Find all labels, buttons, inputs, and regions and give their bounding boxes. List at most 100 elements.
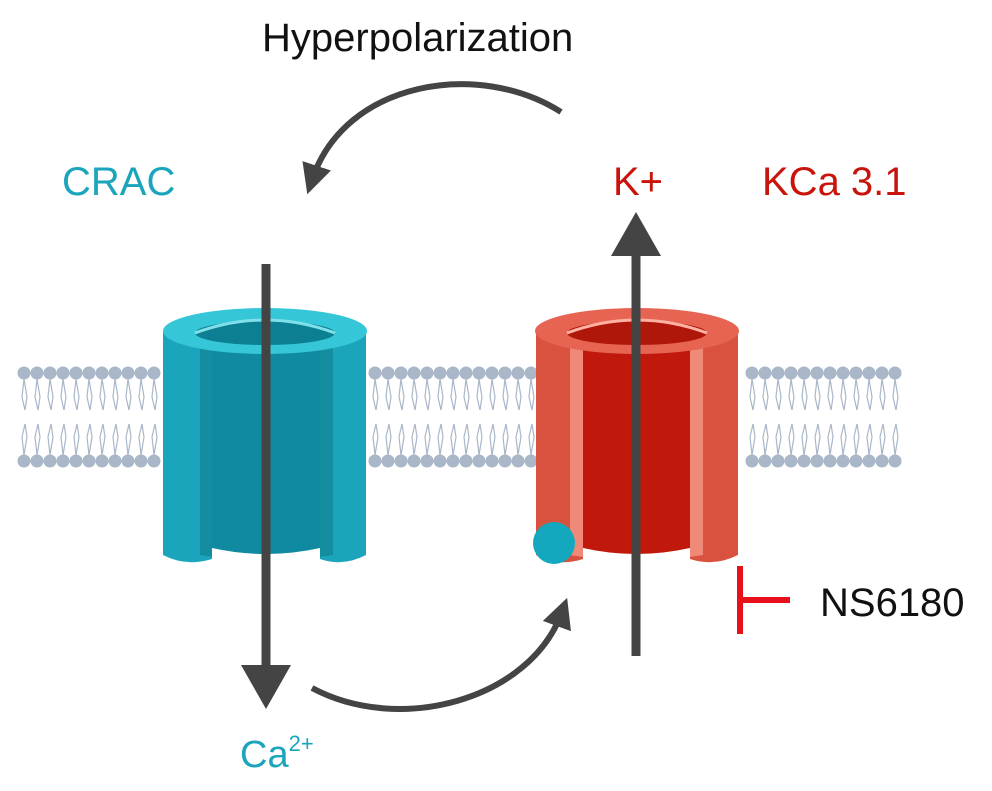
lipid-head — [407, 454, 421, 468]
lipid-head — [407, 366, 421, 380]
calcium-ion-label: Ca2+ — [240, 731, 314, 776]
lipid-head — [849, 454, 863, 468]
lipid-tail — [827, 378, 834, 456]
lipid-tail — [372, 378, 379, 456]
lipid-head — [459, 454, 473, 468]
lipid-tail — [528, 378, 535, 456]
ns6180-inhibition-symbol — [737, 566, 790, 634]
lipid-head — [381, 366, 395, 380]
lipid-head — [459, 366, 473, 380]
lipid-head — [17, 366, 31, 380]
lipid-tail — [138, 378, 145, 456]
lipid-tail — [853, 378, 860, 456]
lipid-heads — [17, 366, 902, 468]
hyperpolarization-label: Hyperpolarization — [262, 16, 574, 60]
lipid-head — [420, 454, 434, 468]
lipid-head — [30, 454, 44, 468]
lipid-head — [121, 366, 135, 380]
lipid-tail — [21, 378, 28, 456]
lipid-head — [862, 454, 876, 468]
lipid-tail — [775, 378, 782, 456]
lipid-tail — [47, 378, 54, 456]
calcium-influx-arrow — [241, 264, 291, 709]
lipid-head — [485, 366, 499, 380]
lipid-head — [823, 454, 837, 468]
kca-channel-right-shade — [690, 344, 703, 557]
potassium-ion-label: K+ — [613, 160, 664, 204]
lipid-head — [758, 366, 772, 380]
lipid-head — [849, 366, 863, 380]
lipid-head — [121, 454, 135, 468]
lipid-head — [17, 454, 31, 468]
lipid-tail — [86, 378, 93, 456]
lipid-tail — [73, 378, 80, 456]
lipid-head — [368, 454, 382, 468]
lipid-head — [862, 366, 876, 380]
hyperpolarization-feedback-arrow — [302, 81, 563, 195]
lipid-head — [56, 454, 70, 468]
calcium-ion-symbol: Ca — [240, 734, 289, 776]
lipid-head — [43, 454, 57, 468]
crac-channel-right-shade — [320, 344, 333, 557]
lipid-head — [784, 454, 798, 468]
lipid-head — [511, 454, 525, 468]
lipid-tail — [60, 378, 67, 456]
lipid-head — [69, 366, 83, 380]
kca-channel-label: KCa 3.1 — [762, 160, 907, 204]
calcium-ion-charge: 2+ — [288, 731, 314, 756]
lipid-head — [433, 454, 447, 468]
calcium-influx-arrowhead — [241, 665, 291, 709]
potassium-efflux-arrow — [611, 212, 661, 656]
lipid-head — [524, 366, 538, 380]
lipid-head — [82, 366, 96, 380]
lipid-tail — [437, 378, 444, 456]
lipid-head — [394, 366, 408, 380]
lipid-head — [745, 454, 759, 468]
lipid-tail — [788, 378, 795, 456]
lipid-head — [797, 454, 811, 468]
lipid-tail — [411, 378, 418, 456]
lipid-tail — [515, 378, 522, 456]
calcium-binding-dot — [533, 522, 575, 564]
lipid-tail — [398, 378, 405, 456]
lipid-head — [771, 366, 785, 380]
lipid-tail — [151, 378, 158, 456]
ns6180-label: NS6180 — [820, 581, 965, 625]
lipid-tail — [814, 378, 821, 456]
lipid-head — [69, 454, 83, 468]
calcium-activation-arrow — [310, 597, 571, 712]
lipid-head — [56, 366, 70, 380]
lipid-tail — [99, 378, 106, 456]
lipid-head — [823, 366, 837, 380]
crac-label: CRAC — [62, 160, 176, 204]
lipid-head — [147, 454, 161, 468]
lipid-tail — [502, 378, 509, 456]
lipid-head — [381, 454, 395, 468]
lipid-tail — [749, 378, 756, 456]
lipid-tail — [112, 378, 119, 456]
lipid-head — [82, 454, 96, 468]
lipid-head — [875, 366, 889, 380]
lipid-head — [420, 366, 434, 380]
lipid-tail — [385, 378, 392, 456]
lipid-head — [368, 366, 382, 380]
lipid-tails — [21, 378, 899, 456]
lipid-head — [836, 454, 850, 468]
lipid-tail — [125, 378, 132, 456]
lipid-head — [524, 454, 538, 468]
lipid-head — [888, 366, 902, 380]
crac-channel-left-wall — [163, 332, 212, 563]
lipid-tail — [489, 378, 496, 456]
lipid-tail — [450, 378, 457, 456]
lipid-tail — [866, 378, 873, 456]
lipid-head — [30, 366, 44, 380]
lipid-head — [875, 454, 889, 468]
lipid-head — [472, 454, 486, 468]
crac-channel-left-shade — [200, 344, 212, 557]
lipid-head — [485, 454, 499, 468]
lipid-head — [810, 454, 824, 468]
potassium-efflux-arrowhead — [611, 212, 661, 256]
lipid-tail — [801, 378, 808, 456]
